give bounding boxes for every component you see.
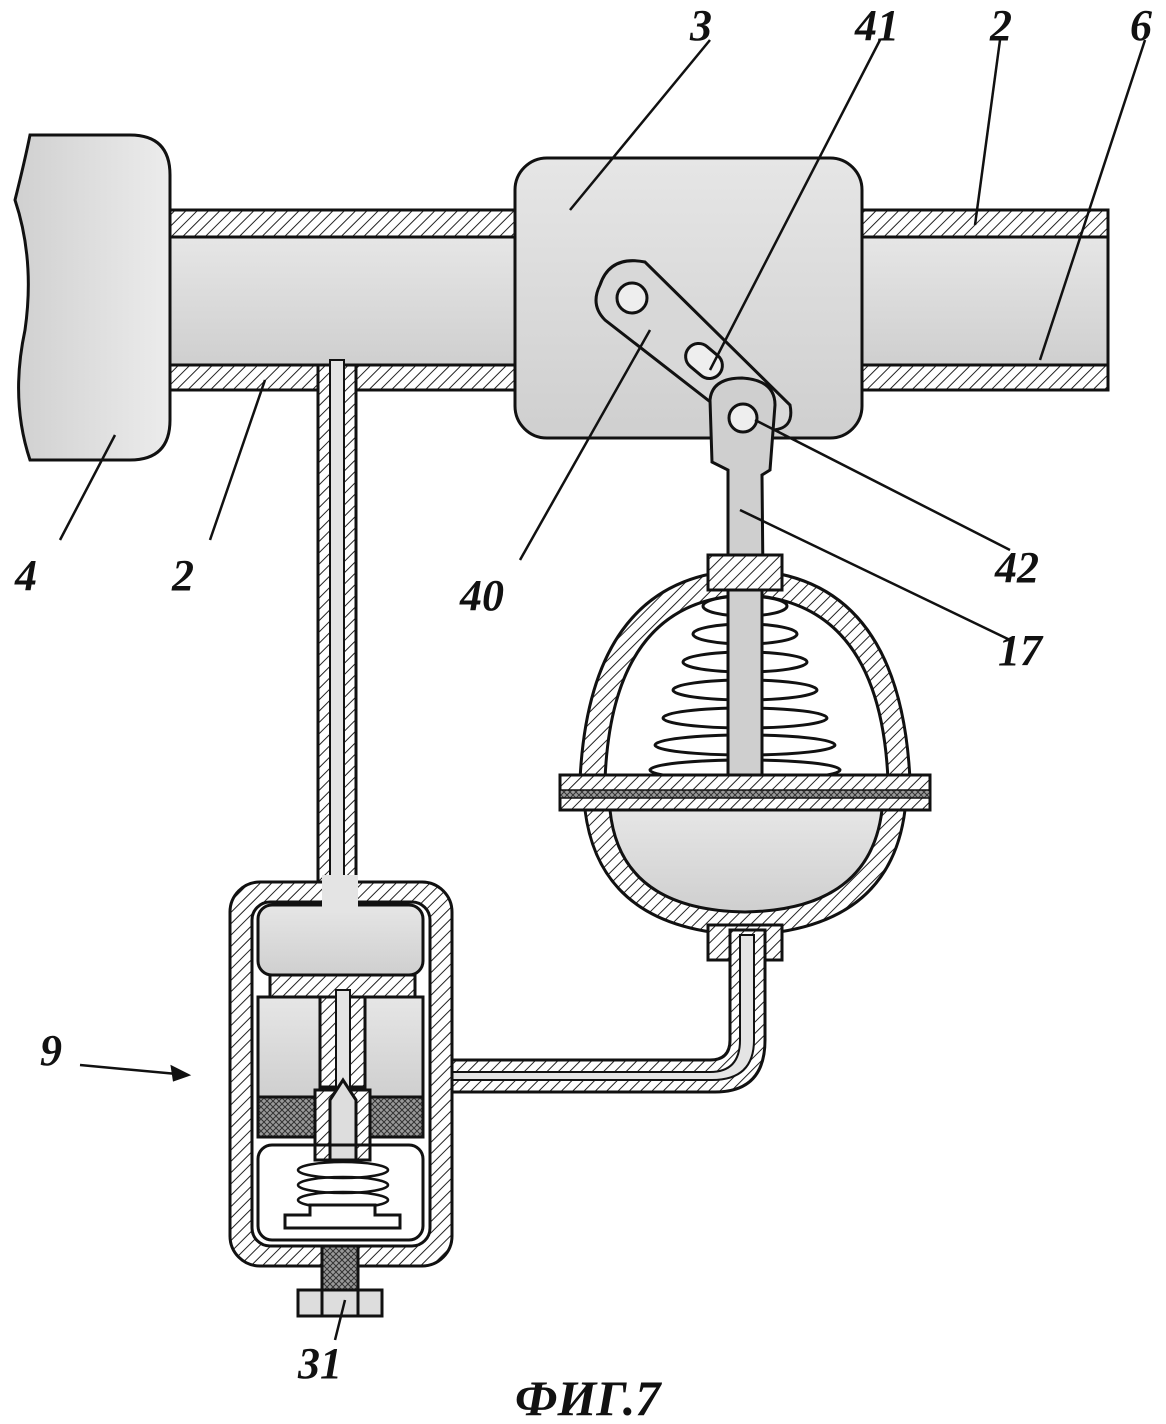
label-40: 40: [459, 571, 504, 620]
label-9: 9: [40, 1026, 62, 1075]
label-31: 31: [297, 1339, 342, 1388]
valve-9: [230, 875, 452, 1266]
label-6: 6: [1130, 1, 1152, 50]
diaphragm-actuator: [560, 555, 930, 960]
label-17: 17: [998, 626, 1044, 675]
label-3: 3: [689, 1, 712, 50]
figure-caption: ФИГ.7: [515, 1370, 662, 1424]
engine-block-4: [15, 135, 170, 460]
label-4: 4: [14, 551, 37, 600]
label-2-top: 2: [989, 1, 1012, 50]
label-42: 42: [994, 543, 1039, 592]
throttle-body-3: [515, 158, 862, 438]
pressure-tube: [318, 360, 356, 890]
label-2-bottom: 2: [171, 551, 194, 600]
label-41: 41: [854, 1, 899, 50]
